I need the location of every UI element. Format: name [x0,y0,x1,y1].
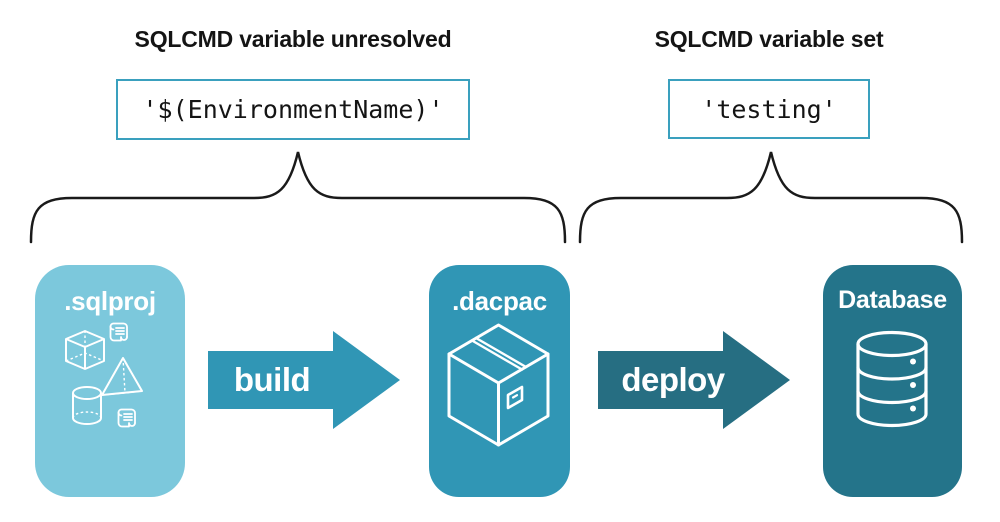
right-heading: SQLCMD variable set [654,26,884,52]
pyramid-icon [101,357,143,396]
database-label: Database [838,286,947,314]
left-heading: SQLCMD variable unresolved [134,26,452,52]
left-brace [29,151,567,244]
stage-dacpac: .dacpac [429,265,570,497]
scroll-icon [117,408,136,428]
scroll-icon [109,322,128,342]
database-dot [910,358,916,365]
database-cylinder-icon [856,330,928,428]
stage-database: Database [823,265,962,497]
unresolved-variable-value: '$(EnvironmentName)' [142,95,444,124]
stage-sqlproj: .sqlproj [35,265,185,497]
sqlproj-label: .sqlproj [64,286,156,316]
database-dot [910,382,916,388]
build-arrow-label: build [233,361,311,398]
build-arrow [208,331,400,429]
deploy-arrow [598,331,790,429]
package-box-icon [447,323,550,447]
dacpac-label: .dacpac [452,286,547,316]
database-dot [910,405,916,412]
unresolved-variable-box: '$(EnvironmentName)' [116,79,470,140]
cube-icon [65,330,105,370]
deploy-arrow-label: deploy [621,361,725,398]
right-brace [578,151,964,244]
resolved-variable-value: 'testing' [701,94,837,124]
cylinder-icon [72,386,102,425]
resolved-variable-box: 'testing' [668,79,870,139]
